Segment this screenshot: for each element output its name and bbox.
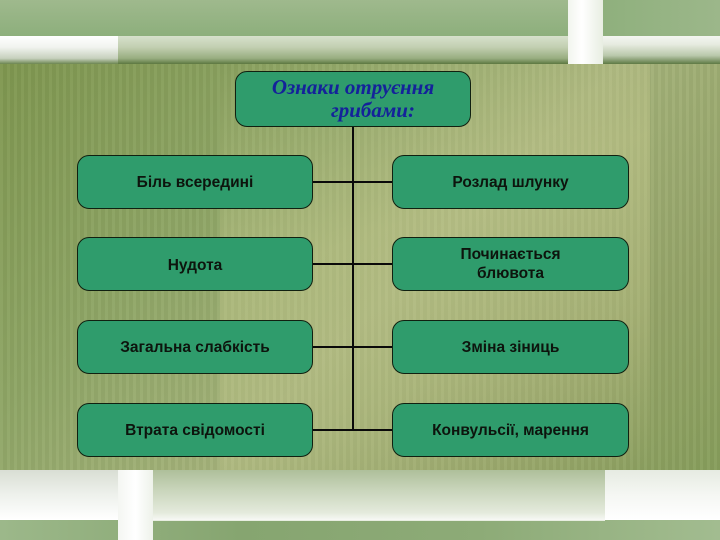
background-top-bar-middle: [118, 36, 568, 64]
background-bottom-strip: [0, 520, 720, 540]
symptom-label: Загальна слабкість: [120, 338, 270, 356]
connector-row-4: [313, 429, 392, 431]
diagram-title-box: Ознаки отруєння грибами:: [235, 71, 471, 127]
connector-trunk: [352, 127, 354, 431]
connector-row-1: [313, 181, 392, 183]
symptom-label: Втрата свідомості: [125, 421, 265, 439]
background-vertical-bar-top: [568, 0, 603, 64]
symptom-box-loss-of-consciousness: Втрата свідомості: [77, 403, 313, 457]
connector-row-2: [313, 263, 392, 265]
symptom-label-line-2: блювота: [477, 265, 544, 282]
symptom-label: Зміна зіниць: [461, 338, 560, 356]
background-bottom-bar-left: [0, 470, 118, 520]
symptom-label: Біль всередині: [136, 173, 254, 191]
background-bottom-bar-right: [605, 470, 720, 520]
symptom-box-vomiting: Починається блювота: [392, 237, 629, 291]
symptom-box-pupil-change: Зміна зіниць: [392, 320, 629, 374]
background-vertical-bar-bottom: [118, 470, 153, 540]
symptom-label-line-1: Починається: [460, 246, 561, 263]
symptom-box-nausea: Нудота: [77, 237, 313, 291]
background-top-strip-right: [603, 0, 720, 36]
symptom-label: Конвульсії, марення: [432, 421, 589, 439]
symptom-box-stomach-upset: Розлад шлунку: [392, 155, 629, 209]
connector-row-3: [313, 346, 392, 348]
symptom-label: Розлад шлунку: [452, 173, 569, 191]
symptom-box-convulsions-delirium: Конвульсії, марення: [392, 403, 629, 457]
diagram-title-line-2: грибами:: [331, 98, 415, 122]
background-top-bar-left: [0, 36, 118, 64]
symptom-label: Нудота: [167, 257, 223, 274]
symptom-box-abdominal-pain: Біль всередині: [77, 155, 313, 209]
background-bottom-line: [153, 520, 605, 521]
diagram-title-line-1: Ознаки отруєння: [271, 75, 435, 99]
symptom-box-general-weakness: Загальна слабкість: [77, 320, 313, 374]
